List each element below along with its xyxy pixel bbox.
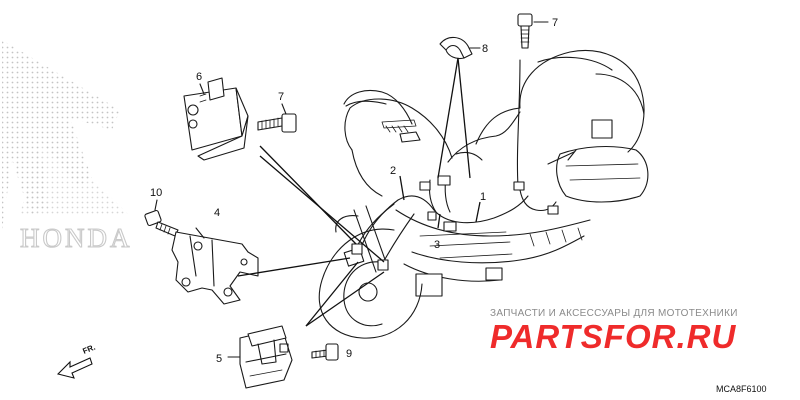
part-bolt-10	[144, 209, 179, 237]
wire-harness	[351, 59, 559, 271]
callout-3: 3	[434, 239, 440, 251]
shop-watermark: ЗАПЧАСТИ И АКСЕССУАРЫ ДЛЯ МОТОТЕХНИКИ PA…	[490, 308, 738, 355]
part-cover	[239, 325, 293, 389]
motorcycle-outline	[318, 49, 649, 339]
part-band-clip	[439, 36, 473, 60]
front-direction-label: FR.	[81, 343, 96, 356]
callout-9: 9	[346, 348, 352, 360]
part-bolt-7-right	[517, 13, 533, 49]
callout-10: 10	[150, 187, 162, 199]
callout-5: 5	[216, 353, 222, 365]
callout-6: 6	[196, 71, 202, 83]
callout-4: 4	[214, 207, 220, 219]
honda-wordmark: HONDA	[20, 223, 133, 253]
shop-logo-text: PARTSFOR.RU	[490, 318, 736, 355]
part-bolt-9	[311, 343, 339, 361]
part-bracket	[171, 231, 259, 305]
honda-wing-logo: HONDA	[2, 40, 133, 254]
callout-2: 2	[390, 165, 396, 177]
part-bolt-7-left	[257, 113, 297, 133]
part-control-unit	[183, 77, 249, 161]
callout-1: 1	[480, 191, 486, 203]
callout-7-left: 7	[278, 91, 284, 103]
shop-tagline: ЗАПЧАСТИ И АКСЕССУАРЫ ДЛЯ МОТОТЕХНИКИ	[490, 308, 738, 319]
callout-8: 8	[482, 43, 488, 55]
diagram-code: MCA8F6100	[716, 384, 767, 394]
callout-7-right: 7	[552, 17, 558, 29]
leader-lines	[237, 57, 481, 327]
callouts: 1 2 3 4 5 6 7 7 8 9 10	[150, 17, 558, 365]
front-direction-arrow: FR.	[56, 343, 97, 379]
